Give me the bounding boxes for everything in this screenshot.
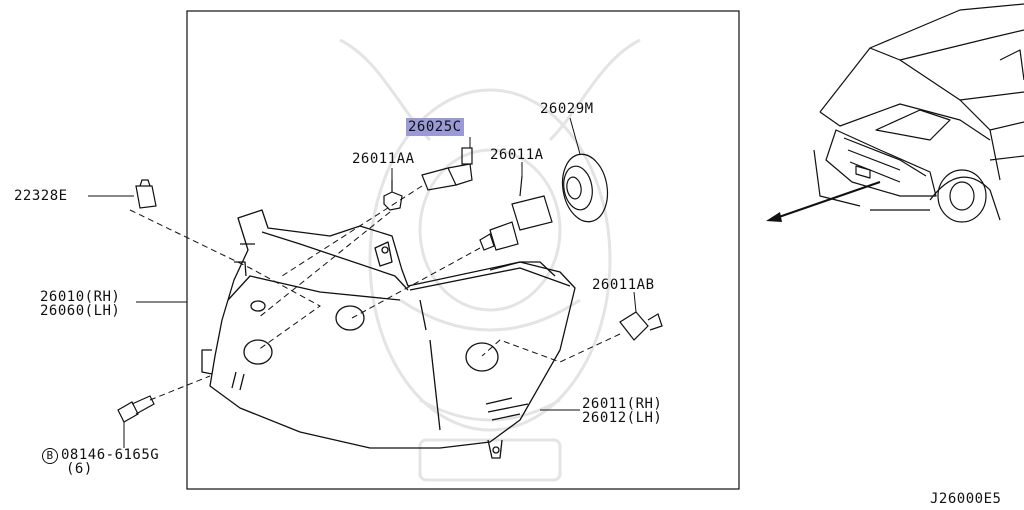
- part-label-26010: 26010(RH): [40, 289, 121, 305]
- part-label-26060: 26060(LH): [40, 303, 121, 319]
- diagram-frame: [186, 10, 740, 490]
- socket-26029m: [561, 153, 609, 223]
- part-label-22328e: 22328E: [14, 188, 68, 204]
- bulb-26011ab: [619, 311, 663, 341]
- clip-22328e: [135, 179, 157, 209]
- pointer-arrow: [766, 181, 881, 222]
- part-label-26011a: 26011A: [490, 147, 544, 163]
- part-label-26029m: 26029M: [540, 101, 594, 117]
- bolt-symbol-badge: B: [42, 448, 58, 464]
- part-label-26011: 26011(RH): [582, 396, 663, 412]
- diagram-code: J26000E5: [930, 491, 1002, 507]
- part-number-highlight: 26025C: [406, 118, 464, 136]
- part-label-26011aa: 26011AA: [352, 151, 415, 167]
- dashed-guide-lines: [129, 185, 621, 401]
- bulb-26025c: [421, 147, 473, 191]
- leader-lines: [88, 117, 637, 448]
- bolt-quantity: (6): [66, 461, 93, 477]
- headlamp-housing: [201, 209, 576, 459]
- vehicle-illustration: [813, 3, 1024, 223]
- part-label-26012: 26012(LH): [582, 410, 663, 426]
- bulb-26011a: [479, 175, 553, 251]
- part-label-26011ab: 26011AB: [592, 277, 655, 293]
- watermark-emblem: [339, 38, 641, 482]
- bolt-08146: [117, 395, 155, 423]
- bolt-part-number: 08146-6165G: [61, 447, 160, 463]
- part-label-26025c: 26025C: [406, 118, 464, 136]
- bulb-26011aa: [383, 180, 403, 211]
